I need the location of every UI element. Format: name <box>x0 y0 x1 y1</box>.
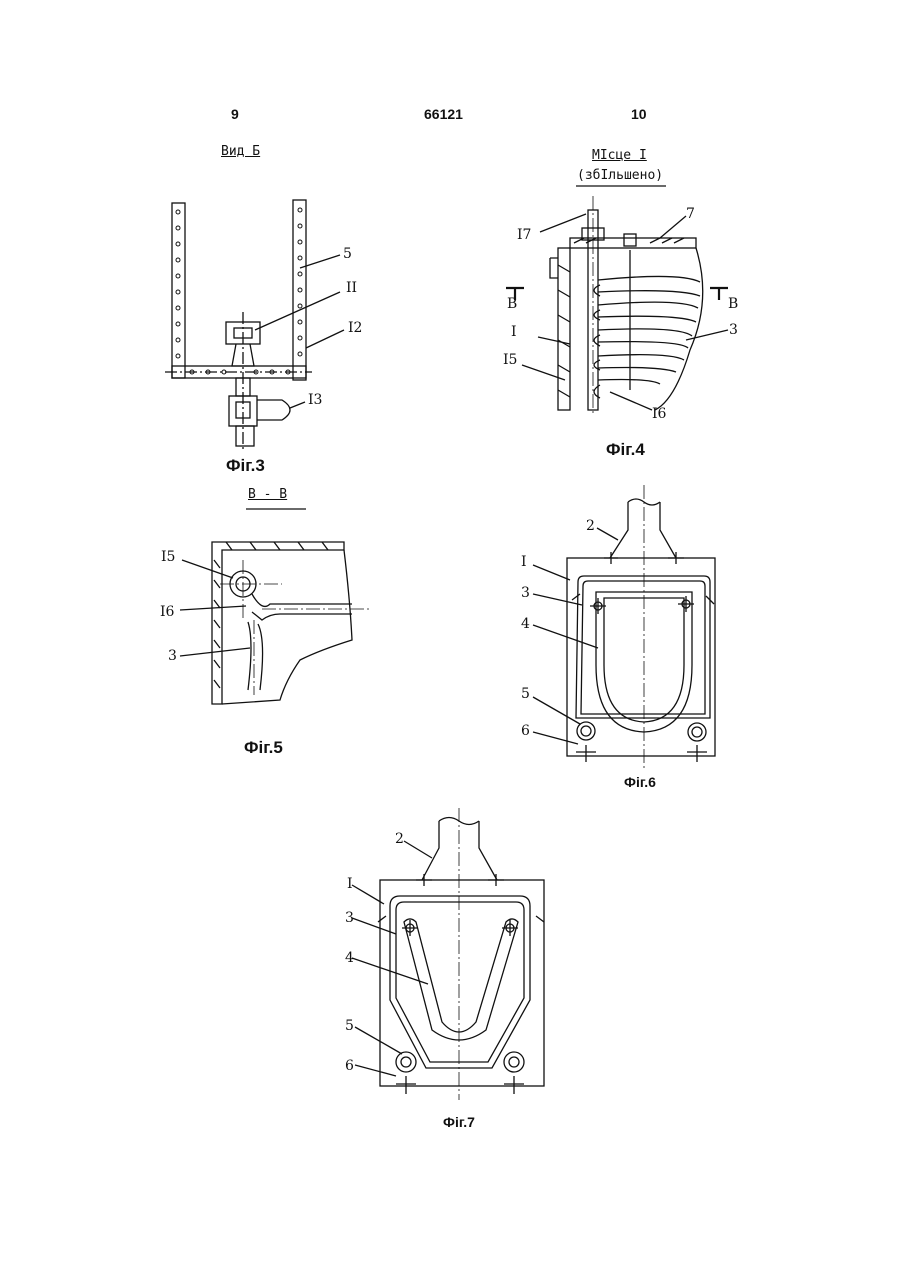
fig4-label-16: I6 <box>652 406 667 422</box>
fig7-drawing <box>352 808 544 1100</box>
fig7-label-6: 6 <box>345 1058 354 1074</box>
fig7-label-4: 4 <box>345 950 354 966</box>
fig7-label-2: 2 <box>395 831 404 847</box>
fig3-drawing <box>165 200 344 450</box>
fig7-label-1: I <box>347 876 353 892</box>
fig5-drawing <box>180 509 372 704</box>
fig6-drawing <box>533 485 715 770</box>
fig5-label-16: I6 <box>160 604 175 620</box>
fig6-label-2: 2 <box>586 518 595 534</box>
fig6-label-5: 5 <box>521 686 530 702</box>
fig3-label-11: II <box>346 280 357 296</box>
fig5-label-3: 3 <box>168 648 177 664</box>
fig4-label-B-left: B <box>507 296 517 312</box>
fig7-label-5: 5 <box>345 1018 354 1034</box>
fig4-label-B-right: B <box>728 296 738 312</box>
fig6-label-4: 4 <box>521 616 530 632</box>
fig7-label-3: 3 <box>345 910 354 926</box>
fig4-label-1: I <box>511 324 517 340</box>
fig4-label-15: I5 <box>503 352 517 368</box>
fig4-label-7: 7 <box>686 206 695 222</box>
fig4-label-3: 3 <box>729 322 738 338</box>
fig3-label-13: I3 <box>308 392 322 408</box>
fig6-label-6: 6 <box>521 723 530 739</box>
fig5-label-15: I5 <box>161 549 175 565</box>
fig3-label-12: I2 <box>348 320 362 336</box>
fig6-label-3: 3 <box>521 585 530 601</box>
fig4-label-17: I7 <box>517 227 531 243</box>
fig6-label-1: I <box>521 554 527 570</box>
fig3-label-5: 5 <box>343 246 352 262</box>
